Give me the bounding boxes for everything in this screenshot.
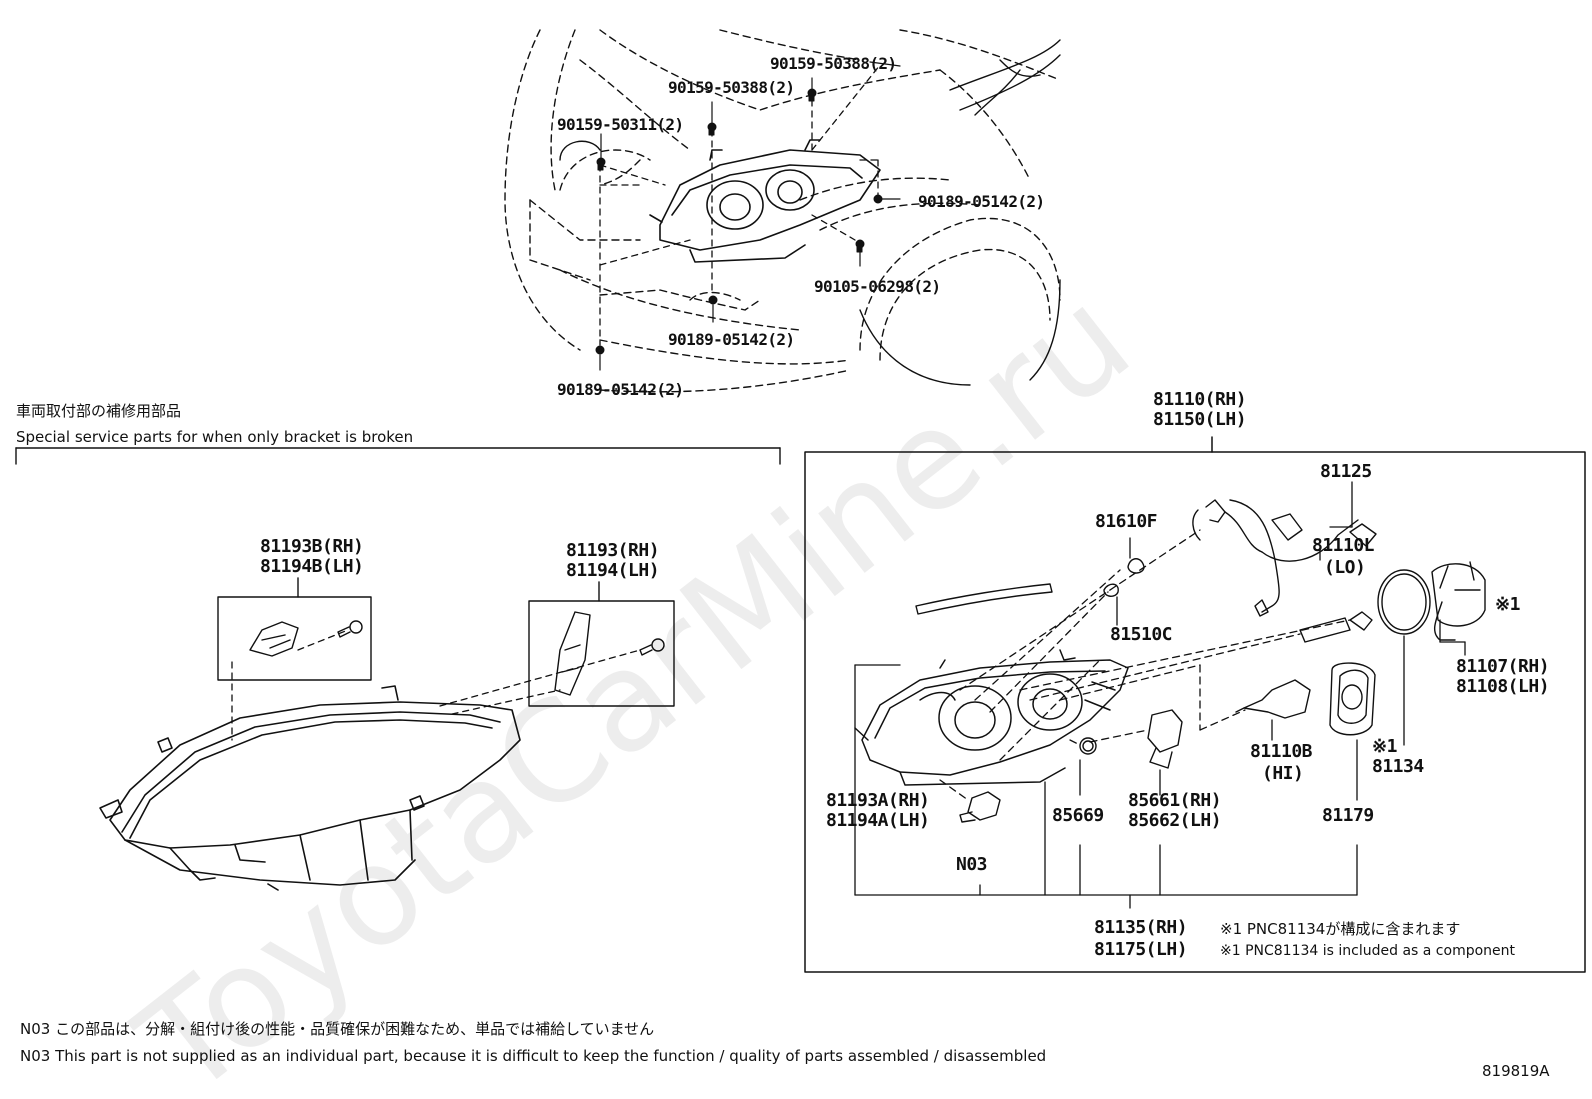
label-81193b-rh: 81193B(RH) — [260, 536, 364, 557]
vehicle-front-solid — [559, 39, 1061, 386]
label-81194-lh: 81194(LH) — [566, 560, 660, 581]
large-headlamp-drawing — [99, 685, 521, 891]
label-81108-lh: 81108(LH) — [1456, 676, 1550, 697]
assembly-dashed-leaders — [939, 529, 1351, 801]
label-90189-05142-lower: 90189-05142(2) — [557, 380, 684, 399]
label-note-mark-81107: ※1 — [1495, 594, 1520, 615]
label-81150-lh: 81150(LH) — [1153, 409, 1247, 430]
label-90189-05142-middle: 90189-05142(2) — [668, 330, 795, 349]
label-90159-50388-upper: 90159-50388(2) — [770, 54, 897, 73]
label-81110b-hi: (HI) — [1262, 763, 1304, 784]
top-leader-lines — [599, 64, 881, 346]
label-85661-rh: 85661(RH) — [1128, 790, 1222, 811]
top-headlamp-drawing — [649, 139, 881, 263]
label-90159-50311: 90159-50311(2) — [557, 115, 684, 134]
service-bracket-parts — [249, 611, 665, 696]
label-81110l: 81110L — [1312, 535, 1375, 556]
note-pnc81134-jp: ※1 PNC81134が構成に含まれます — [1220, 920, 1461, 938]
assembly-leaders — [854, 481, 1466, 909]
label-81125: 81125 — [1320, 461, 1372, 482]
label-note-mark-81134: ※1 — [1372, 736, 1397, 757]
footnote-n03-jp: N03 この部品は、分解・組付け後の性能・品質確保が困難なため、単品では補給して… — [20, 1020, 655, 1038]
figure-id: 819819A — [1482, 1062, 1550, 1080]
assembly-parts-drawing — [915, 499, 1486, 823]
service-bracket-frame — [15, 447, 781, 707]
label-81194b-lh: 81194B(LH) — [260, 556, 364, 577]
label-81110l-lo: (LO) — [1324, 557, 1366, 578]
label-81194a-lh: 81194A(LH) — [826, 810, 930, 831]
top-fasteners — [595, 88, 883, 355]
label-85669: 85669 — [1052, 805, 1104, 826]
label-85662-lh: 85662(LH) — [1128, 810, 1222, 831]
label-81610f: 81610F — [1095, 511, 1158, 532]
service-title-jp: 車両取付部の補修用部品 — [16, 402, 182, 420]
top-label-leaders — [599, 61, 901, 371]
service-title-en: Special service parts for when only brac… — [16, 428, 414, 446]
label-81107-rh: 81107(RH) — [1456, 656, 1550, 677]
note-pnc81134-en: ※1 PNC81134 is included as a component — [1220, 943, 1516, 959]
label-81134: 81134 — [1372, 756, 1424, 777]
label-81135-rh: 81135(RH) — [1094, 917, 1188, 938]
label-81175-lh: 81175(LH) — [1094, 939, 1188, 960]
footnote-n03-en: N03 This part is not supplied as an indi… — [20, 1047, 1047, 1065]
service-leader-lines — [231, 629, 641, 741]
label-90105-06298: 90105-06298(2) — [814, 277, 941, 296]
label-81193a-rh: 81193A(RH) — [826, 790, 930, 811]
label-81110b: 81110B — [1250, 741, 1313, 762]
label-81179: 81179 — [1322, 805, 1374, 826]
label-81193-rh: 81193(RH) — [566, 540, 660, 561]
assembly-headlamp-drawing — [854, 649, 1129, 786]
label-81110-rh: 81110(RH) — [1153, 389, 1247, 410]
label-90159-50388-lower: 90159-50388(2) — [668, 78, 795, 97]
assembly-frame — [804, 436, 1586, 973]
label-90189-05142-right: 90189-05142(2) — [918, 192, 1045, 211]
label-81510c: 81510C — [1110, 624, 1173, 645]
label-n03: N03 — [956, 854, 988, 875]
vehicle-front-body — [504, 29, 1061, 393]
